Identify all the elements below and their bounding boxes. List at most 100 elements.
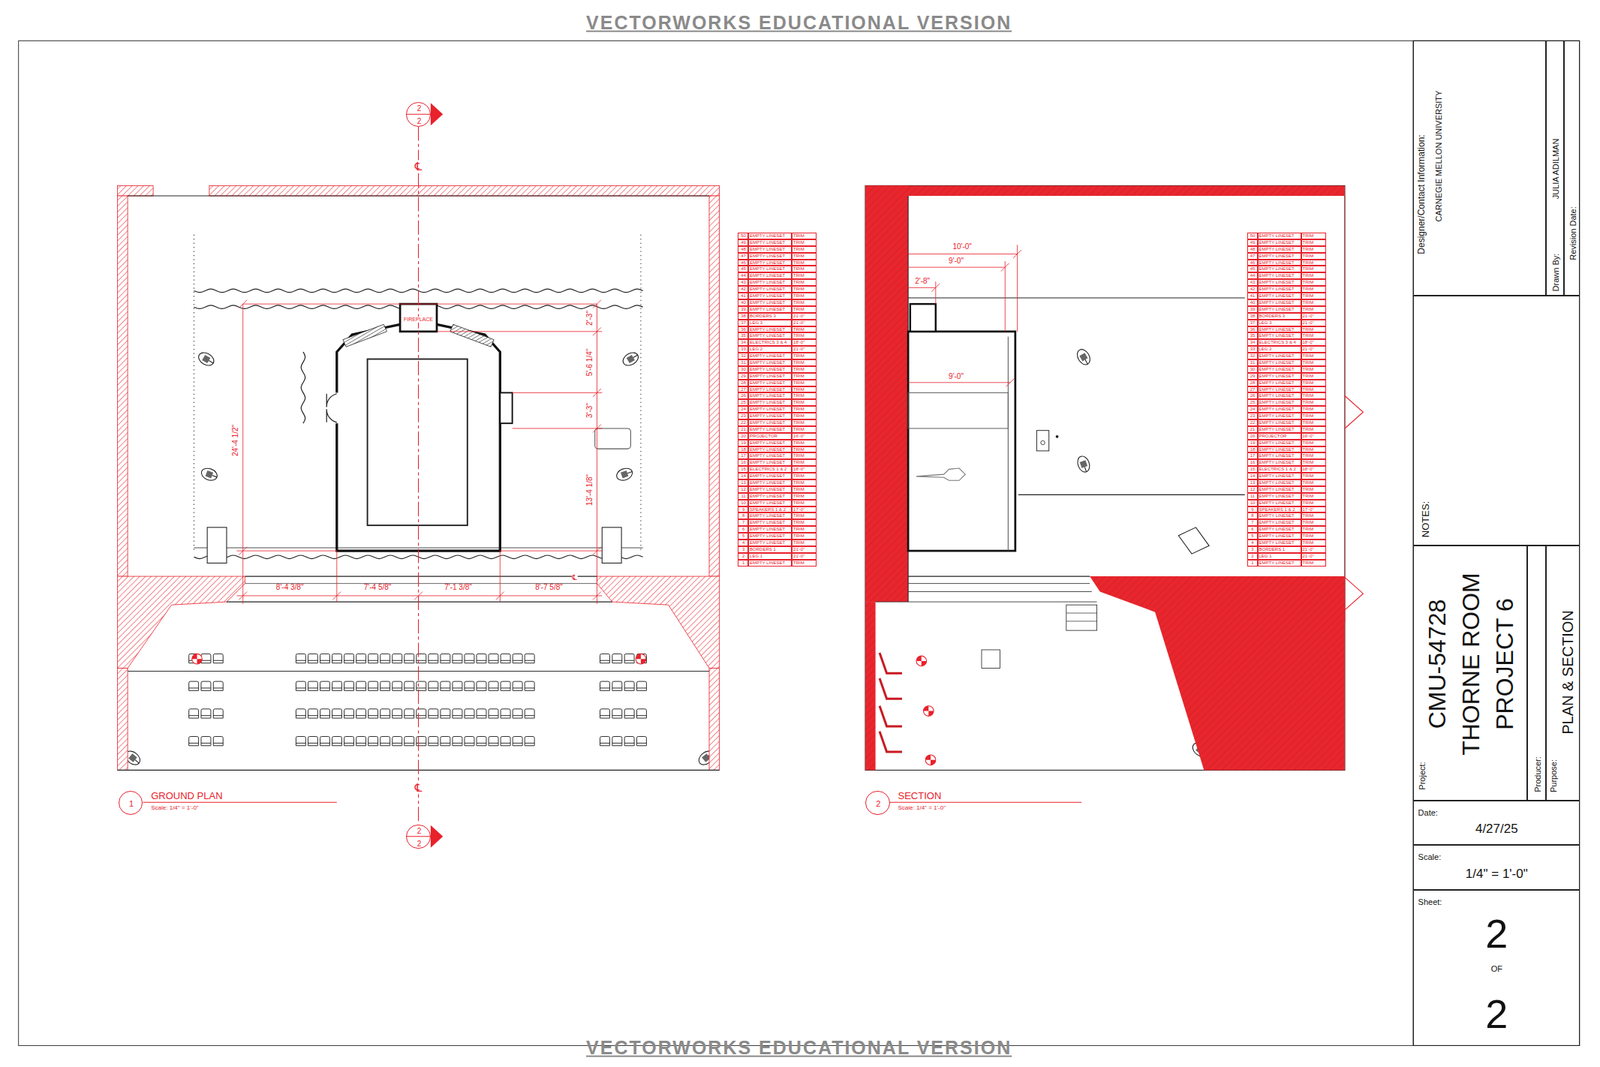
ground-plan-part [596,576,719,668]
ground-plan-part [640,234,641,551]
seat [344,681,355,691]
fixture-body [196,350,217,369]
seat [213,653,223,663]
lineset-cell: EMPTY LINESET [1257,539,1302,547]
lineset-cell: 8 [1247,512,1258,520]
lineset-cell: TRIM [791,239,817,247]
lineset-cell: 11 [737,493,749,500]
dimension: 9'-0" [948,256,964,266]
fixture-lamp [1079,460,1088,468]
plan-dimensions-part [237,550,337,552]
lineset-cell: BORDERS 1 [1257,546,1302,554]
lineset-cell: 16 [737,459,749,467]
lineset-cell: EMPTY LINESET [1257,479,1302,487]
lineset-cell: 4 [737,539,749,547]
lineset-cell: EMPTY LINESET [1257,246,1302,253]
lineset-cell: EMPTY LINESET [748,332,792,340]
lineset-cell: 45 [1247,265,1258,273]
callout-number: 1 [129,799,134,810]
lineset-cell: 9 [737,506,749,514]
lineset-cell: 23 [737,412,749,420]
lineset-cell: 21'-0" [791,553,817,560]
ground-plan-part [367,359,468,527]
lineset-cell: 22 [737,419,749,427]
lineset-cell: LEG 2 [748,345,792,353]
section-view-part [865,601,876,770]
lineset-cell: EMPTY LINESET [1257,232,1302,240]
section-view-part [865,185,1345,196]
lineset-cell: 20 [737,433,749,440]
seat [344,653,355,663]
lineset-cell: 29 [737,372,749,380]
lineset-cell: 39 [737,306,749,313]
lineset-cell: TRIM [791,532,817,540]
seat [428,653,439,663]
lineset-cell: 26 [737,392,749,400]
lineset-cell: 41 [737,292,749,300]
lineset-cell: LEG 1 [1257,553,1302,560]
lineset-cell: TRIM [1301,493,1327,500]
ground-plan-part [333,392,340,424]
seat [452,736,463,746]
lineset-cell: TRIM [791,486,817,494]
seat [636,709,647,719]
seat [344,709,355,719]
seat [380,709,391,719]
fixture-body [614,466,635,482]
seat [512,653,523,663]
sightline-target [192,653,203,665]
dimension: 2'-8" [914,277,930,287]
seat [600,653,611,663]
centerline-part [406,102,431,127]
lineset-cell: 1 [737,559,749,567]
lineset-cell: 35 [737,332,749,340]
lineset-cell: 21'-0" [791,345,817,353]
dimension: 3'-3" [585,403,595,419]
lineset-cell: 21'-0" [1301,546,1327,554]
section-view-part [1007,336,1009,551]
lineset-cell: BORDERS 3 [1257,312,1302,320]
fixture-yoke [208,360,214,364]
plan-dimensions-part [596,303,598,605]
lineset-cell: EMPTY LINESET [748,272,792,280]
seat [476,681,487,691]
ground-plan-part [193,547,643,549]
lineset-cell: 36 [1247,326,1258,334]
lineset-cell: 34 [1247,339,1258,346]
lineset-cell: 18 [1247,446,1258,454]
seat [392,653,403,663]
lineset-cell: EMPTY LINESET [748,252,792,260]
lineset-cell: TRIM [791,539,817,547]
lineset-cell: 31 [737,359,749,367]
lineset-cell: TRIM [791,419,817,427]
lineset-cell: EMPTY LINESET [1257,472,1302,480]
seat [500,681,511,691]
seat [440,653,451,663]
lineset-cell: TRIM [1301,452,1327,460]
seat [356,681,367,691]
lineset-cell: EMPTY LINESET [1257,326,1302,334]
lineset-cell: 40 [1247,299,1258,307]
lineset-cell: 8 [737,512,749,520]
lineset-cell: EMPTY LINESET [748,279,792,286]
title-block-cell: Sheet:2OF2 [1413,890,1580,1047]
lineset-cell: 13 [737,479,749,487]
set-label: FIREPLACE [403,316,434,323]
seat [344,736,355,746]
view-titles-part [865,790,891,816]
lineset-cell: EMPTY LINESET [748,439,792,447]
seat [512,736,523,746]
lineset-cell: 3 [737,546,749,554]
lineset-cell: TRIM [1301,372,1327,380]
lineset-cell: TRIM [1301,332,1327,340]
designer-name: JULIA ADILMAN [1551,138,1561,200]
lineset-cell: 37 [1247,319,1258,327]
purpose-value: PLAN & SECTION [1559,610,1577,735]
lineset-cell: 33 [737,345,749,353]
ground-plan-part [209,185,720,196]
ground-plan-part [595,428,632,449]
title-block [1413,40,1580,1046]
lineset-cell: TRIM [1301,265,1327,273]
seat [213,736,223,746]
lineset-cell: 16'-0" [791,433,817,440]
